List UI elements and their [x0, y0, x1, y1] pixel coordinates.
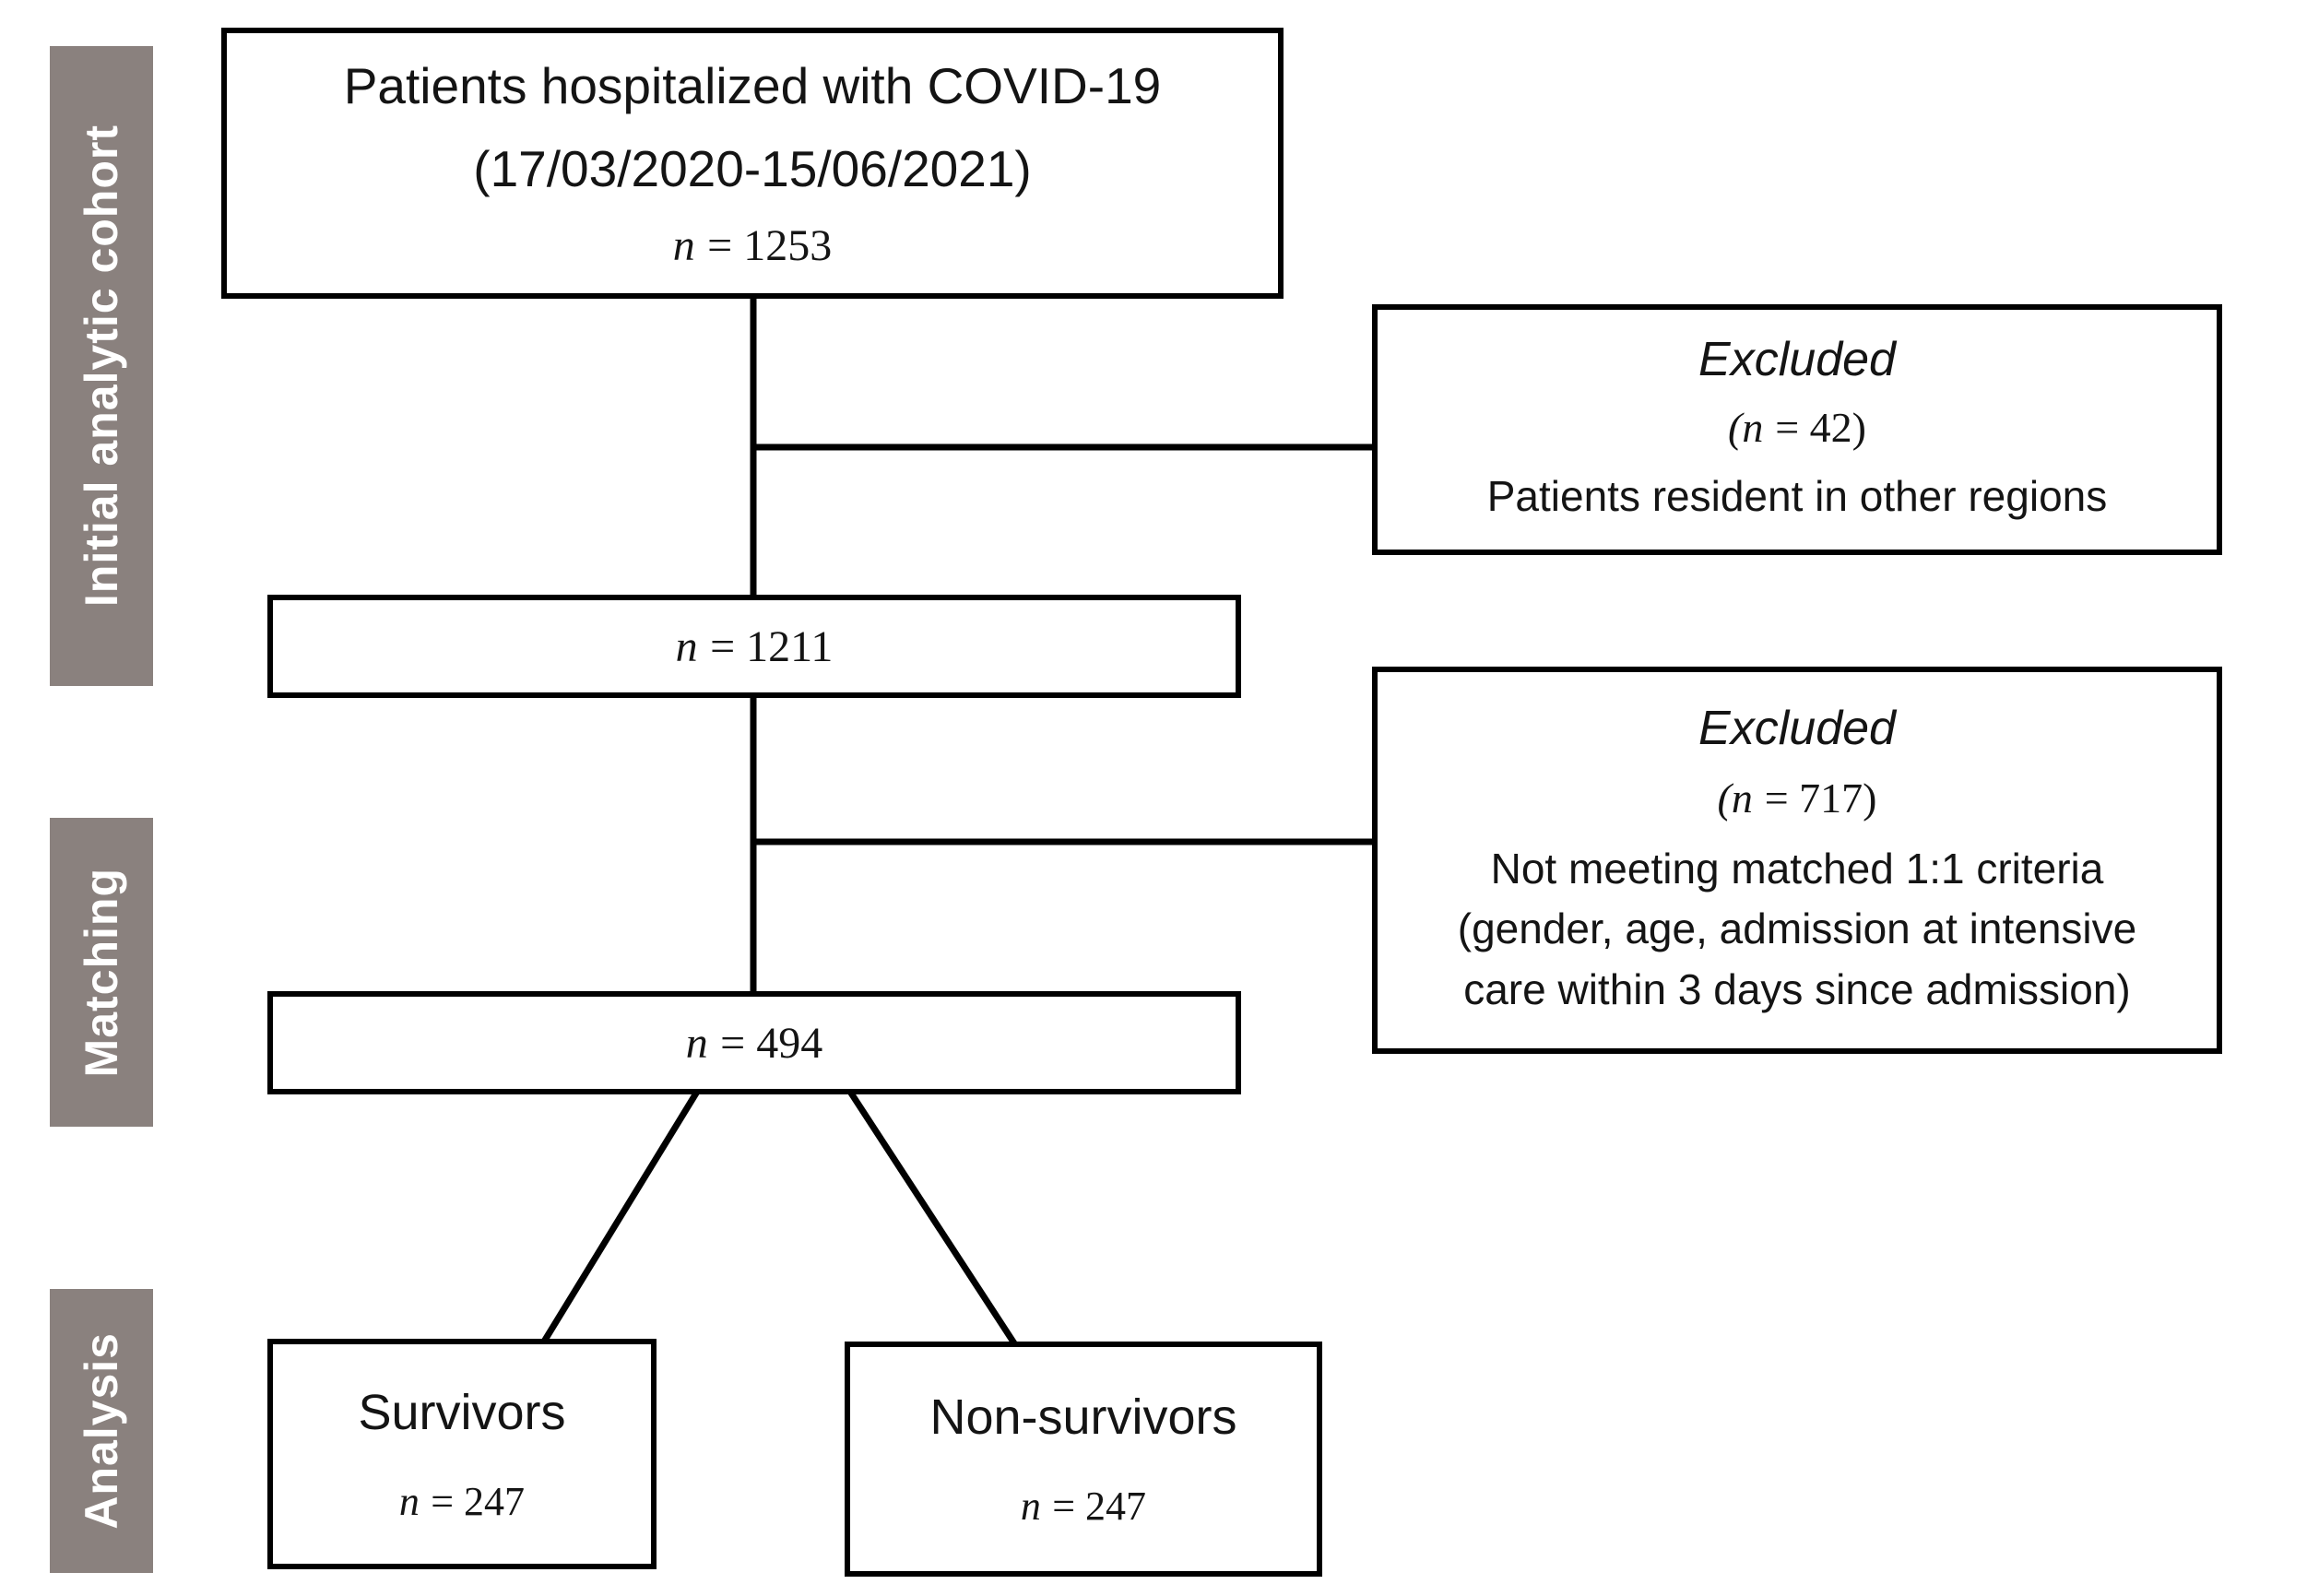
cohort-count: n= 1253 [673, 220, 833, 271]
stage-bar-analysis: Analysis [50, 1289, 153, 1573]
n-symbol: n [1020, 1484, 1041, 1529]
box-hospitalized-cohort: Patients hospitalized with COVID-19 (17/… [221, 28, 1284, 299]
connector-n494-to-nonsurvivors [847, 1090, 1019, 1348]
cohort-date-range: (17/03/2020-15/06/2021) [473, 139, 1032, 197]
n-symbol: n [1731, 774, 1753, 822]
stage-bar-matching: Matching [50, 818, 153, 1127]
n-symbol: n [685, 1018, 708, 1068]
open-paren: ( [1728, 404, 1743, 452]
n-value: = 717) [1764, 774, 1877, 822]
n-value: = 1253 [707, 220, 833, 270]
excluded-2-reason-line3: care within 3 days since admission) [1463, 964, 2131, 1013]
box-nonsurvivors: Non-survivors n= 247 [845, 1342, 1322, 1577]
nonsurvivors-label: Non-survivors [929, 1389, 1237, 1445]
excluded-1-count: (n= 42) [1728, 402, 1866, 452]
stage-label-initial-analytic-cohort: Initial analytic cohort [76, 124, 127, 608]
box-excluded-other-regions: Excluded (n= 42) Patients resident in ot… [1372, 304, 2222, 555]
nonsurvivors-count: n= 247 [1021, 1483, 1146, 1530]
n-symbol: n [1742, 404, 1764, 452]
box-n1211: n= 1211 [267, 595, 1241, 698]
box-n494: n= 494 [267, 991, 1241, 1094]
cohort-title-line1: Patients hospitalized with COVID-19 [343, 57, 1162, 115]
n-value: = 494 [720, 1018, 823, 1068]
n-symbol: n [675, 621, 698, 671]
stage-bar-initial-analytic-cohort: Initial analytic cohort [50, 46, 153, 686]
n-symbol: n [672, 220, 695, 270]
excluded-2-reasons: Not meeting matched 1:1 criteria (gender… [1458, 839, 2136, 1020]
excluded-2-reason-line2: (gender, age, admission at intensive [1457, 904, 2137, 953]
stage-label-matching: Matching [76, 867, 127, 1078]
stage-label-analysis: Analysis [76, 1332, 127, 1530]
excluded-1-reason: Patients resident in other regions [1486, 472, 2108, 521]
excluded-1-title: Excluded [1698, 333, 1896, 387]
excluded-2-count: (n= 717) [1718, 773, 1877, 822]
n494-count: n= 494 [686, 1018, 823, 1069]
box-excluded-matching-criteria: Excluded (n= 717) Not meeting matched 1:… [1372, 667, 2222, 1054]
n-value: = 247 [431, 1478, 526, 1524]
survivors-count: n= 247 [399, 1478, 525, 1525]
open-paren: ( [1717, 774, 1732, 822]
excluded-2-title: Excluded [1698, 702, 1896, 756]
box-survivors: Survivors n= 247 [267, 1339, 657, 1569]
n-value: = 1211 [710, 621, 834, 671]
excluded-2-reason-line1: Not meeting matched 1:1 criteria [1490, 845, 2104, 893]
connector-n494-to-survivors [541, 1090, 700, 1343]
n-value: = 247 [1052, 1484, 1147, 1529]
n-value: = 42) [1775, 404, 1866, 452]
survivors-label: Survivors [358, 1384, 566, 1440]
n-symbol: n [398, 1478, 420, 1524]
n1211-count: n= 1211 [676, 621, 834, 672]
